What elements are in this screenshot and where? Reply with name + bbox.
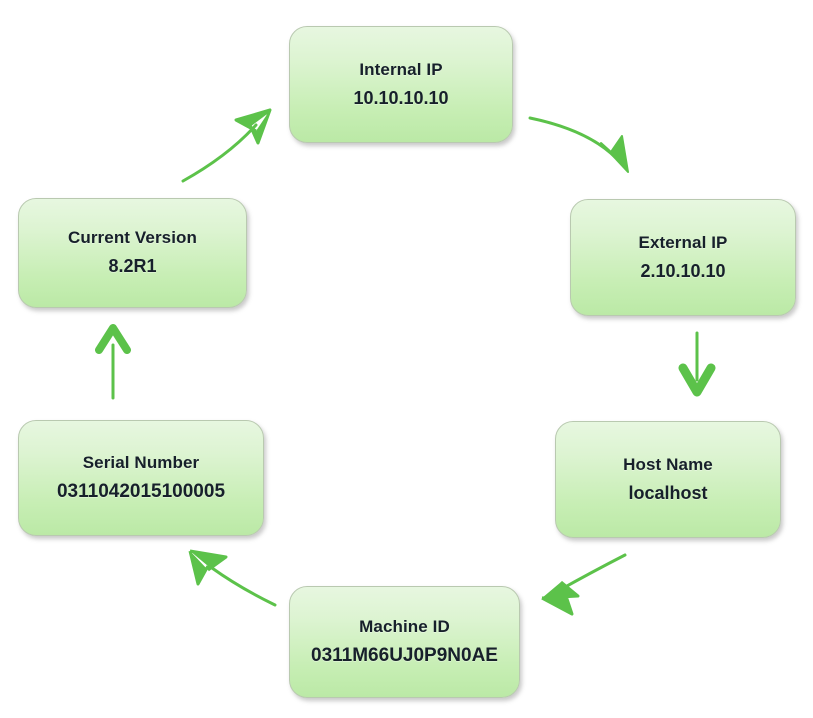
node-machine-id-value: 0311M66UJ0P9N0AE — [311, 644, 498, 666]
node-machine-id-title: Machine ID — [359, 616, 450, 636]
node-host-name-value: localhost — [628, 482, 708, 503]
node-current-version[interactable]: Current Version 8.2R1 — [18, 198, 247, 308]
node-serial-number[interactable]: Serial Number 0311042015100005 — [18, 420, 264, 536]
node-current-version-title: Current Version — [67, 228, 198, 248]
node-external-ip-value: 2.10.10.10 — [640, 260, 726, 281]
node-external-ip-title: External IP — [638, 232, 728, 252]
arrow-internal-ip-to-external-ip — [528, 116, 629, 173]
arrow-current-version-to-internal-ip — [181, 108, 272, 183]
arrow-serial-number-to-current-version — [95, 324, 131, 400]
arrow-external-ip-to-host-name — [678, 331, 716, 397]
node-internal-ip-title: Internal IP — [359, 59, 443, 79]
arrow-machine-id-to-serial-number — [188, 549, 277, 607]
node-machine-id[interactable]: Machine ID 0311M66UJ0P9N0AE — [289, 586, 520, 698]
node-serial-number-title: Serial Number — [82, 452, 200, 472]
node-external-ip[interactable]: External IP 2.10.10.10 — [570, 199, 796, 316]
node-current-version-value: 8.2R1 — [108, 256, 157, 277]
arrow-host-name-to-machine-id — [541, 553, 627, 616]
node-internal-ip[interactable]: Internal IP 10.10.10.10 — [289, 26, 513, 143]
node-serial-number-value: 0311042015100005 — [56, 480, 226, 502]
node-internal-ip-value: 10.10.10.10 — [353, 87, 449, 108]
node-host-name-title: Host Name — [623, 454, 713, 474]
node-host-name[interactable]: Host Name localhost — [555, 421, 781, 538]
